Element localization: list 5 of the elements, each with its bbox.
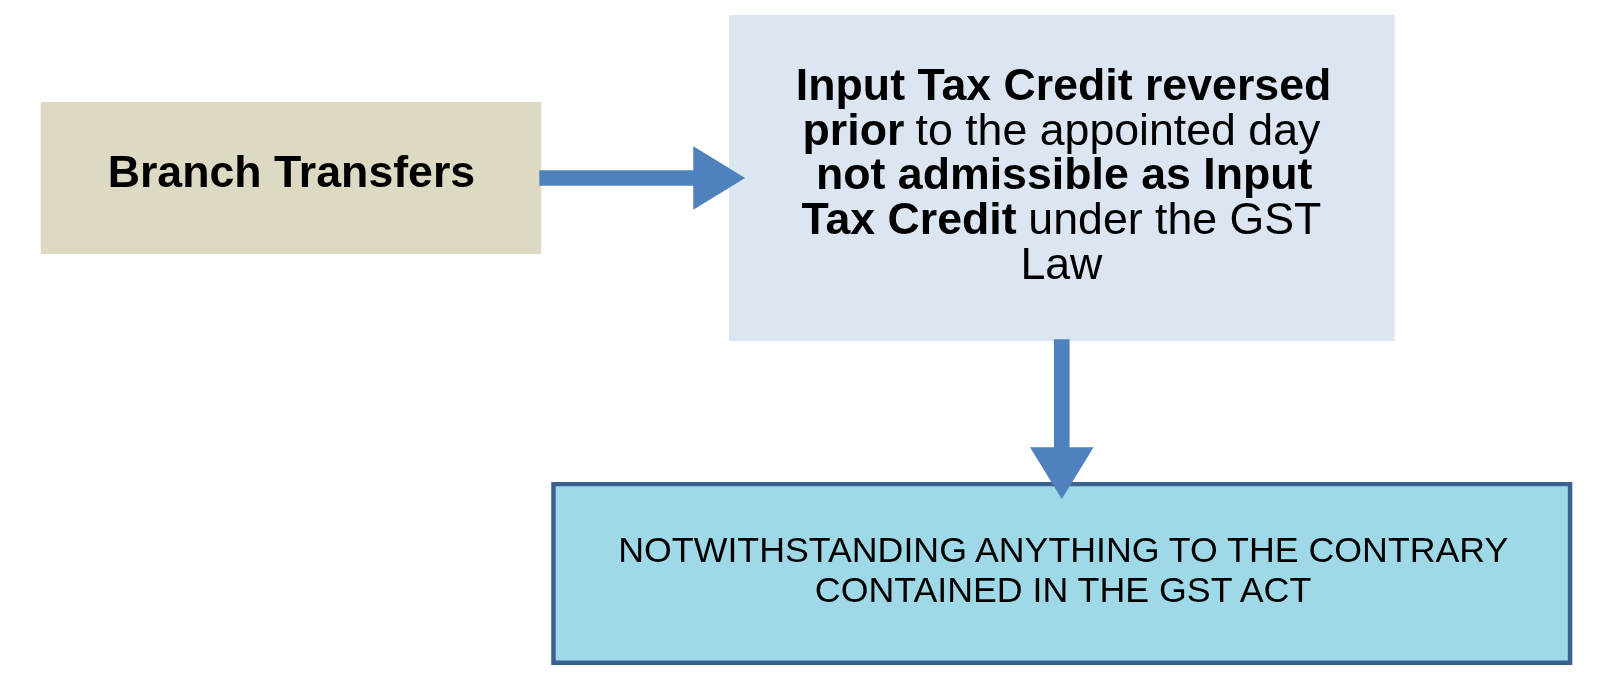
arrow [538, 146, 745, 210]
node-box: Branch Transfers [40, 102, 541, 254]
arrow [1029, 339, 1093, 500]
node-box: Input Tax Credit reversed prior to the appointed day not admissible as Input Tax Credit under the GST Law [728, 14, 1395, 342]
node-box: NOTWITHSTANDING ANYTHING TO THE CONTRARY CONTAINED IN THE GST ACT [550, 481, 1572, 666]
